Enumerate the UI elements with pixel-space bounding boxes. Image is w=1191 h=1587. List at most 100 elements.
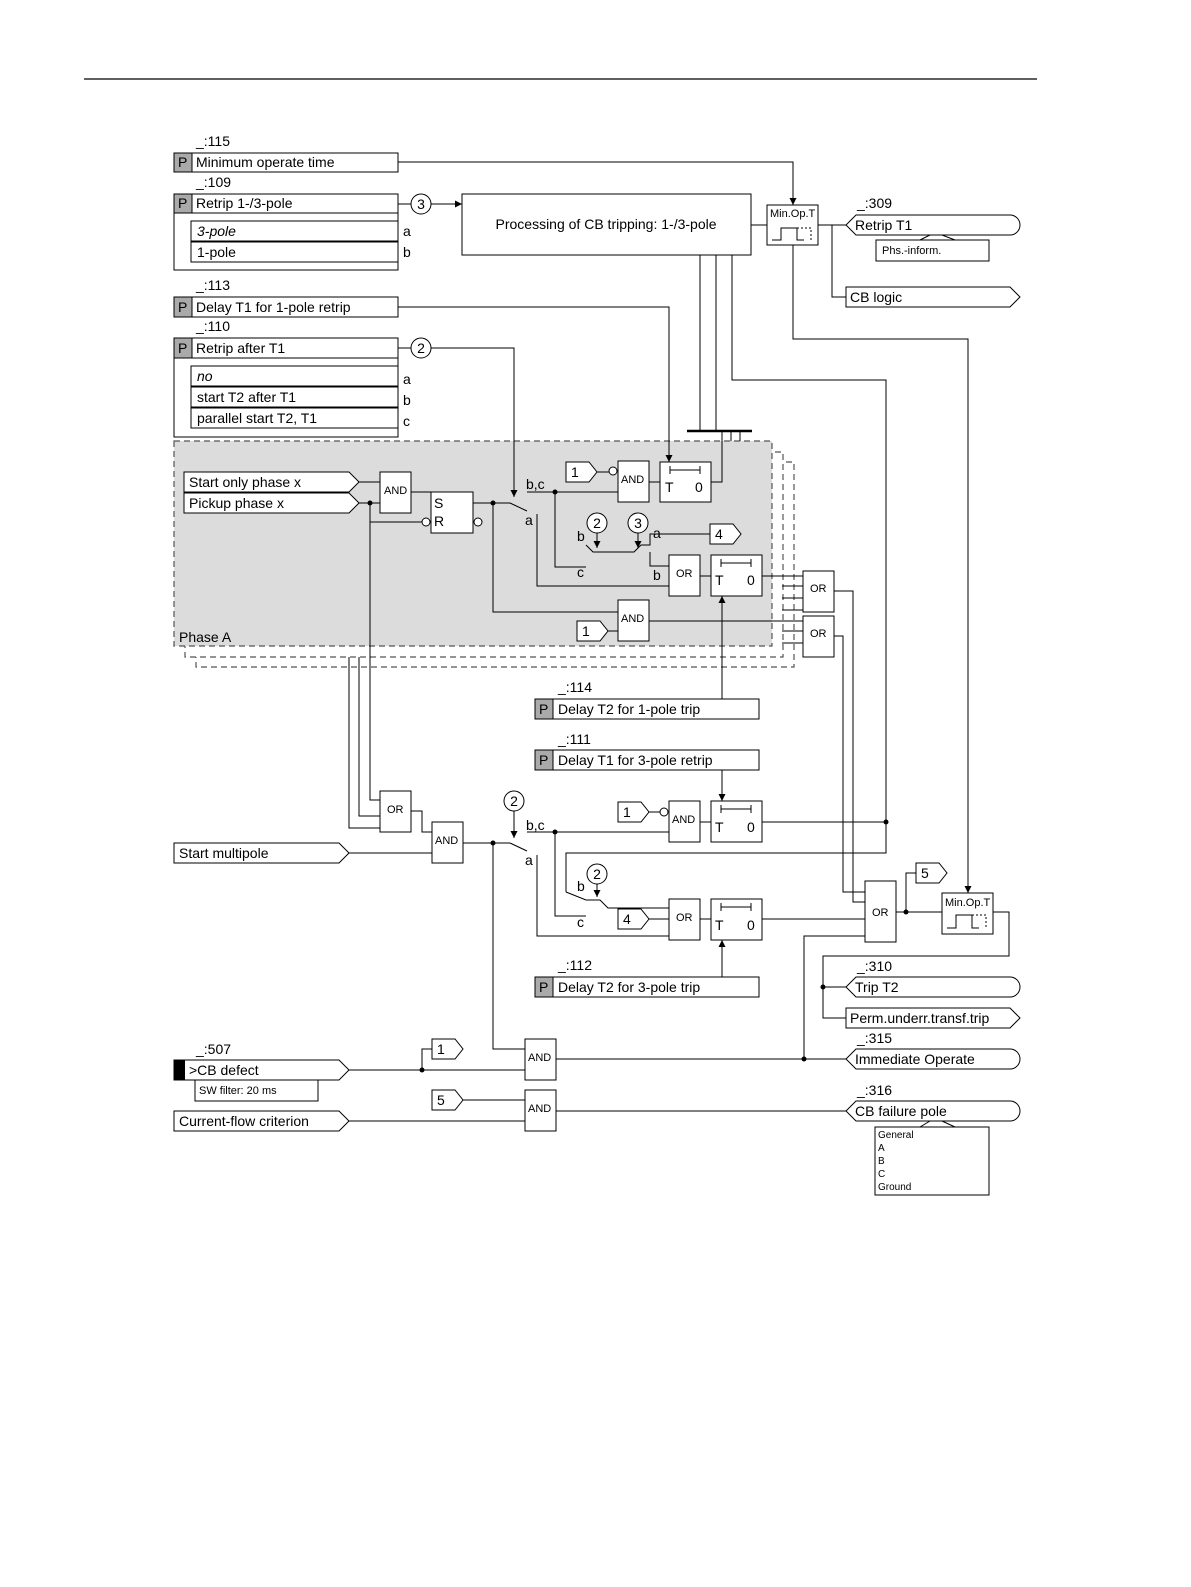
svg-text:1: 1 xyxy=(437,1041,445,1057)
flag-connector-1-lower: 1 xyxy=(617,801,650,823)
svg-text:AND: AND xyxy=(528,1052,551,1064)
flag-connector-1-phase-top: 1 xyxy=(565,461,598,483)
junction-dots xyxy=(367,489,909,1073)
svg-text:CB logic: CB logic xyxy=(850,289,902,305)
svg-text:b,c: b,c xyxy=(526,817,545,833)
svg-text:1: 1 xyxy=(571,464,579,480)
svg-text:CB failure pole: CB failure pole xyxy=(855,1103,947,1119)
param-113[interactable]: _:113 P Delay T1 for 1-pole retrip xyxy=(173,277,399,318)
svg-text:OR: OR xyxy=(387,804,404,816)
svg-text:_:316: _:316 xyxy=(856,1082,892,1098)
and-gate-phase-1: AND xyxy=(379,471,412,514)
flag-connector-4-lower: 4 xyxy=(617,908,650,930)
svg-text:Delay T1 for 1-pole retrip: Delay T1 for 1-pole retrip xyxy=(196,299,351,315)
flag-connector-1-phase-bottom: 1 xyxy=(576,620,609,642)
svg-text:Phs.-inform.: Phs.-inform. xyxy=(882,245,941,257)
and-gate-lower-1: AND xyxy=(431,821,464,864)
svg-text:Processing of CB tripping: 1-/: Processing of CB tripping: 1-/3-pole xyxy=(496,216,717,232)
flag-connector-5-out: 5 xyxy=(915,862,948,884)
svg-text:P: P xyxy=(539,701,548,717)
svg-text:T: T xyxy=(665,479,674,495)
svg-text:Retrip 1-/3-pole: Retrip 1-/3-pole xyxy=(196,195,293,211)
svg-text:R: R xyxy=(434,513,444,529)
svg-text:3: 3 xyxy=(634,515,642,531)
svg-text:_:112: _:112 xyxy=(557,957,592,973)
or-gate-lower-2: OR xyxy=(668,898,701,941)
svg-text:_:507: _:507 xyxy=(195,1041,231,1057)
svg-text:AND: AND xyxy=(528,1103,551,1115)
param-110[interactable]: _:110 P Retrip after T1 no start T2 afte… xyxy=(173,318,411,438)
svg-text:AND: AND xyxy=(384,485,407,497)
svg-text:2: 2 xyxy=(417,340,425,356)
svg-text:2: 2 xyxy=(593,866,601,882)
circle-connector-3-top: 3 xyxy=(410,193,432,215)
svg-text:OR: OR xyxy=(810,583,827,595)
svg-text:A: A xyxy=(878,1143,885,1154)
and-gate-phase-2: AND xyxy=(608,460,650,503)
svg-text:AND: AND xyxy=(435,835,458,847)
svg-text:P: P xyxy=(178,299,187,315)
svg-text:3-pole: 3-pole xyxy=(197,223,236,239)
svg-text:parallel start T2, T1: parallel start T2, T1 xyxy=(197,410,317,426)
svg-text:Trip T2: Trip T2 xyxy=(855,979,899,995)
svg-text:c: c xyxy=(577,564,584,580)
or-gate-right-1: OR xyxy=(802,570,835,613)
switch-labels: b,c a b a c b b,c a b c xyxy=(525,476,661,930)
phase-label: Phase A xyxy=(179,629,232,645)
svg-text:b: b xyxy=(653,567,661,583)
param-112[interactable]: _:112 P Delay T2 for 3-pole trip xyxy=(534,957,760,998)
svg-text:a: a xyxy=(403,223,411,239)
param-111[interactable]: _:111 P Delay T1 for 3-pole retrip xyxy=(534,731,760,771)
flag-connector-1-cb-defect: 1 xyxy=(431,1038,464,1060)
svg-text:AND: AND xyxy=(672,814,695,826)
svg-text:a: a xyxy=(525,512,533,528)
svg-text:P: P xyxy=(178,340,187,356)
and-gate-phase-3: AND xyxy=(617,599,650,642)
svg-text:Min.Op.T: Min.Op.T xyxy=(770,208,816,220)
svg-text:OR: OR xyxy=(810,628,827,640)
svg-text:_:310: _:310 xyxy=(856,958,892,974)
svg-text:Retrip T1: Retrip T1 xyxy=(855,217,913,233)
svg-text:_:315: _:315 xyxy=(856,1030,892,1046)
svg-text:1-pole: 1-pole xyxy=(197,244,236,260)
param-109[interactable]: _:109 P Retrip 1-/3-pole 3-pole 1-pole a… xyxy=(173,174,411,271)
svg-text:SW filter: 20 ms: SW filter: 20 ms xyxy=(199,1085,277,1097)
svg-text:a: a xyxy=(525,852,533,868)
svg-text:b: b xyxy=(403,244,411,260)
svg-text:AND: AND xyxy=(621,613,644,625)
svg-text:b: b xyxy=(577,528,585,544)
svg-text:_:110: _:110 xyxy=(195,318,230,334)
output-trip-t2: _:310 Trip T2 xyxy=(845,958,1021,998)
svg-text:0: 0 xyxy=(747,572,755,588)
svg-text:_:109: _:109 xyxy=(195,174,231,190)
svg-text:b,c: b,c xyxy=(526,476,545,492)
svg-text:b: b xyxy=(403,392,411,408)
svg-text:1: 1 xyxy=(582,623,590,639)
timer-t1-3pole: T 0 xyxy=(710,800,763,843)
svg-text:P: P xyxy=(178,195,187,211)
svg-text:AND: AND xyxy=(621,474,644,486)
and-gate-cb-defect: AND xyxy=(524,1038,557,1081)
param-115[interactable]: _:115 P Minimum operate time xyxy=(173,133,399,173)
output-cb-failure-pole: _:316 CB failure pole General A B C Grou… xyxy=(845,1082,1021,1196)
or-gate-right-2: OR xyxy=(802,615,835,658)
output-immediate-operate: _:315 Immediate Operate xyxy=(845,1030,1021,1070)
min-op-timer-lower: Min.Op.T xyxy=(941,892,994,935)
circle-connector-2-lower-a: 2 xyxy=(503,790,525,812)
input-start-multipole: Start multipole xyxy=(173,842,350,864)
svg-text:Delay T2 for 1-pole trip: Delay T2 for 1-pole trip xyxy=(558,701,700,717)
svg-text:Perm.underr.transf.trip: Perm.underr.transf.trip xyxy=(850,1010,989,1026)
svg-text:Retrip after T1: Retrip after T1 xyxy=(196,340,285,356)
svg-text:P: P xyxy=(539,979,548,995)
svg-text:C: C xyxy=(878,1169,885,1180)
svg-text:0: 0 xyxy=(747,917,755,933)
svg-text:c: c xyxy=(577,914,584,930)
param-114[interactable]: _:114 P Delay T2 for 1-pole trip xyxy=(534,679,760,720)
circle-connector-2-lower-b: 2 xyxy=(586,863,608,885)
svg-text:OR: OR xyxy=(676,568,693,580)
svg-text:1: 1 xyxy=(623,804,631,820)
circle-connector-2-phase: 2 xyxy=(586,512,608,534)
or-gate-phase-t2: OR xyxy=(668,554,701,597)
svg-text:Minimum operate time: Minimum operate time xyxy=(196,154,335,170)
